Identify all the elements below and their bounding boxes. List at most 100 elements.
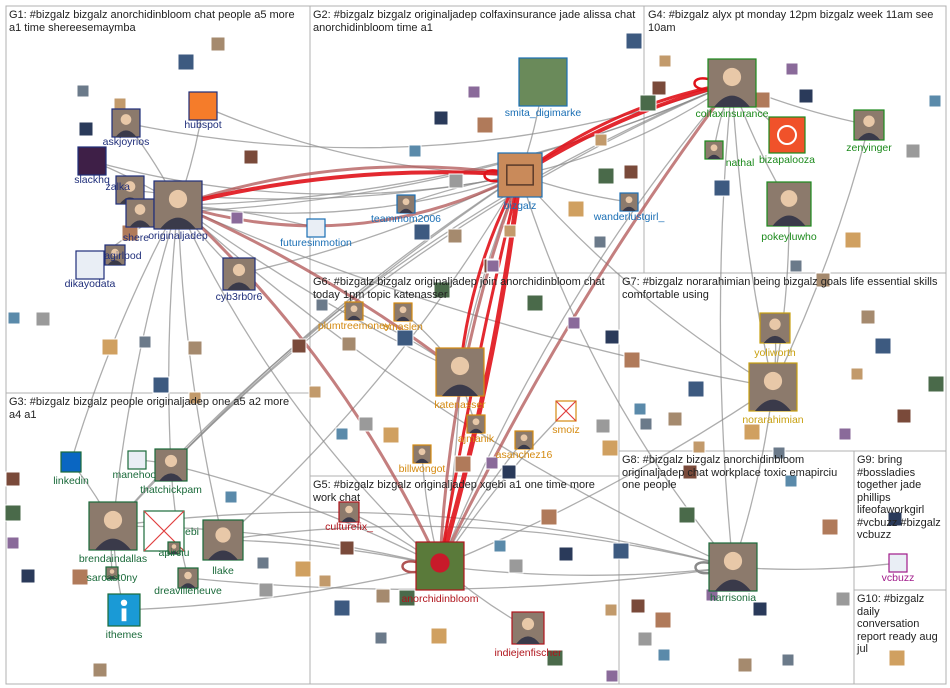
minor-node-avatar[interactable] [799,89,813,103]
minor-node-avatar[interactable] [5,505,21,521]
minor-node-avatar[interactable] [688,381,704,397]
minor-node-avatar[interactable] [655,612,671,628]
minor-node-avatar[interactable] [738,658,752,672]
minor-node-avatar[interactable] [782,654,794,666]
minor-node-avatar[interactable] [383,427,399,443]
minor-node-avatar[interactable] [605,604,617,616]
minor-node-avatar[interactable] [906,144,920,158]
minor-node-avatar[interactable] [836,592,850,606]
node-emaslen[interactable]: emaslen [383,303,423,333]
minor-node-avatar[interactable] [652,81,666,95]
minor-node-avatar[interactable] [8,312,20,324]
node-asanchez16[interactable]: asanchez16 [496,431,553,461]
minor-node-avatar[interactable] [448,229,462,243]
minor-node-avatar[interactable] [153,377,169,393]
minor-node-avatar[interactable] [541,509,557,525]
minor-node-avatar[interactable] [679,507,695,523]
node-culturefix_[interactable]: culturefix_ [325,502,373,533]
minor-node-avatar[interactable] [334,600,350,616]
minor-node-avatar[interactable] [257,557,269,569]
minor-node-avatar[interactable] [449,174,463,188]
minor-node-avatar[interactable] [929,95,941,107]
node-norarahimian[interactable]: norarahimian [742,363,803,426]
node-katenasser[interactable]: katenasser [434,348,486,411]
minor-node-avatar[interactable] [231,212,243,224]
minor-node-avatar[interactable] [790,260,802,272]
minor-node-avatar[interactable] [640,418,652,430]
node-anorchidinbloom[interactable]: anorchidinbloom [401,542,478,605]
minor-node-avatar[interactable] [634,403,646,415]
minor-node-avatar[interactable] [225,491,237,503]
minor-node-avatar[interactable] [596,419,610,433]
minor-node-avatar[interactable] [292,339,306,353]
minor-node-avatar[interactable] [342,337,356,351]
minor-node-avatar[interactable] [631,599,645,613]
minor-node-avatar[interactable] [851,368,863,380]
minor-node-avatar[interactable] [77,85,89,97]
minor-node-avatar[interactable] [494,540,506,552]
minor-node-avatar[interactable] [414,224,430,240]
minor-node-avatar[interactable] [359,417,373,431]
node-linkedin[interactable]: linkedin [53,452,89,487]
minor-node-avatar[interactable] [178,54,194,70]
minor-node-avatar[interactable] [102,339,118,355]
node-ithemes[interactable]: ithemes [106,594,143,641]
minor-node-avatar[interactable] [340,541,354,555]
minor-node-avatar[interactable] [568,201,584,217]
minor-node-avatar[interactable] [487,260,499,272]
minor-node-avatar[interactable] [640,95,656,111]
minor-node-avatar[interactable] [559,547,573,561]
minor-node-avatar[interactable] [786,63,798,75]
minor-node-avatar[interactable] [509,559,523,573]
minor-node-avatar[interactable] [409,145,421,157]
node-zenyinger[interactable]: zenyinger [846,110,892,154]
node-sarcast0ny[interactable]: sarcast0ny [87,567,139,584]
node-smoiz[interactable]: smoiz [552,401,579,436]
node-nathal[interactable]: nathal [705,141,754,169]
node-bizgalz[interactable]: bizgalz [498,153,542,212]
node-llake[interactable]: llake [203,520,243,577]
minor-node-avatar[interactable] [244,150,258,164]
minor-node-avatar[interactable] [431,628,447,644]
minor-node-avatar[interactable] [839,428,851,440]
minor-node-avatar[interactable] [188,341,202,355]
minor-node-avatar[interactable] [613,543,629,559]
node-smita_digimarke[interactable]: smita_digimarke [505,58,582,119]
minor-node-avatar[interactable] [606,670,618,682]
node-askjoyrios[interactable]: askjoyrios [103,109,150,148]
minor-node-avatar[interactable] [375,632,387,644]
minor-node-avatar[interactable] [626,33,642,49]
minor-node-avatar[interactable] [6,472,20,486]
node-cyb3rb0r6[interactable]: cyb3rb0r6 [216,258,263,303]
minor-node-avatar[interactable] [875,338,891,354]
minor-node-avatar[interactable] [477,117,493,133]
minor-node-avatar[interactable] [455,456,471,472]
node-hubspot[interactable]: hubspot [184,92,221,131]
minor-node-avatar[interactable] [602,440,618,456]
minor-node-avatar[interactable] [624,352,640,368]
node-originaljadep[interactable]: originaljadep [148,181,208,242]
minor-node-avatar[interactable] [502,465,516,479]
minor-node-avatar[interactable] [376,589,390,603]
minor-node-avatar[interactable] [897,409,911,423]
minor-node-avatar[interactable] [504,225,516,237]
minor-node-avatar[interactable] [668,412,682,426]
minor-node-avatar[interactable] [434,111,448,125]
minor-node-avatar[interactable] [598,168,614,184]
minor-node-avatar[interactable] [659,55,671,67]
minor-node-avatar[interactable] [624,165,638,179]
minor-node-avatar[interactable] [309,386,321,398]
minor-node-avatar[interactable] [845,232,861,248]
minor-node-avatar[interactable] [211,37,225,51]
node-billwongot[interactable]: billwongot [399,445,446,475]
minor-node-avatar[interactable] [259,583,273,597]
minor-node-avatar[interactable] [861,310,875,324]
minor-node-avatar[interactable] [468,86,480,98]
minor-node-avatar[interactable] [693,441,705,453]
node-vcbuzz[interactable]: vcbuzz [882,554,915,584]
node-yoliworth[interactable]: yoliworth [754,313,796,359]
minor-node-avatar[interactable] [595,134,607,146]
node-harrisonia[interactable]: harrisonia [709,543,757,604]
minor-node-avatar[interactable] [7,537,19,549]
minor-node-avatar[interactable] [36,312,50,326]
